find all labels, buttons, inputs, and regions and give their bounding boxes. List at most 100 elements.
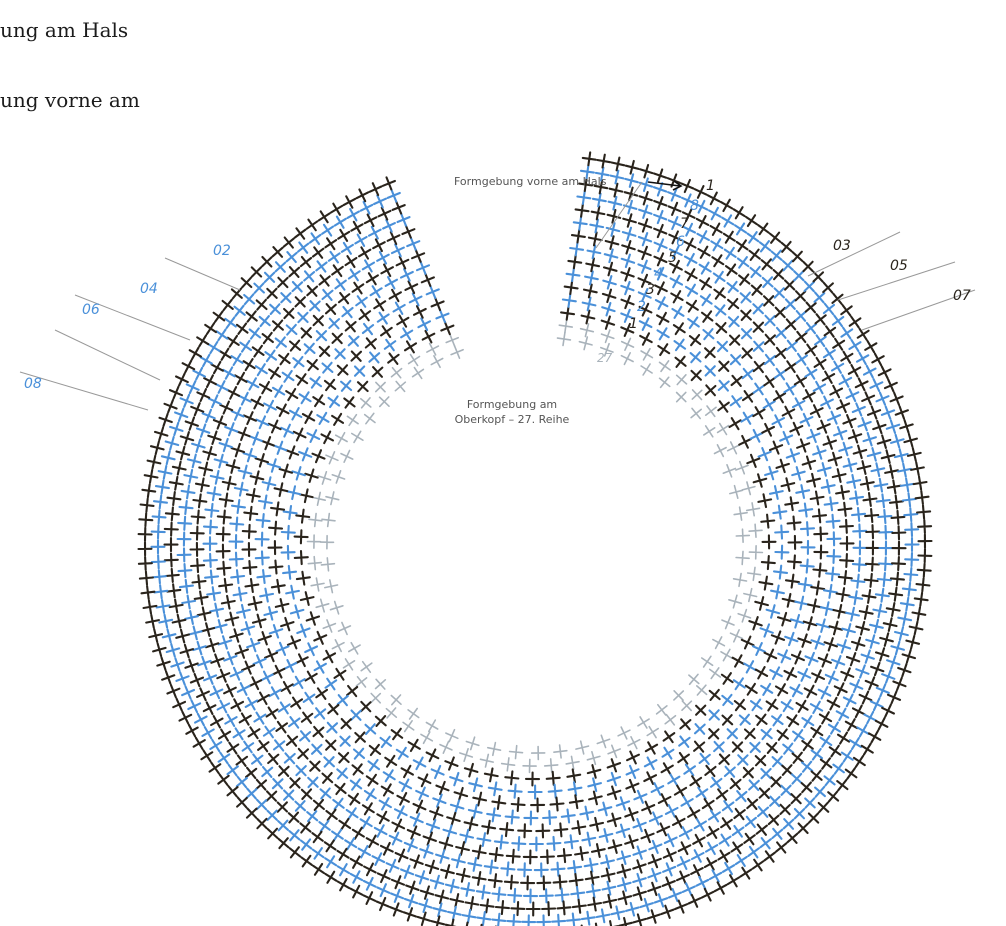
stitch-mark [696,230,710,244]
stitch-mark [865,540,881,556]
stitch-mark [793,270,805,282]
stitch-mark [291,466,306,481]
stitch-mark [354,233,368,247]
stitch-mark [391,818,406,833]
stitch-mark [814,334,827,348]
stitch-mark [394,848,409,863]
stitch-mark [675,374,688,386]
stitch-mark [688,333,702,347]
stitch-mark [845,652,861,667]
stitch-mark [459,828,475,844]
stitch-mark [415,786,430,801]
stitch-mark [192,366,207,381]
stitch-mark [285,584,300,600]
stitch-mark [852,755,866,768]
stitch-mark [337,228,351,242]
stitch-mark [321,223,335,237]
stitch-mark [381,176,396,191]
stitch-mark [738,713,751,726]
stitch-mark [309,376,323,389]
stitch-mark [823,496,839,512]
stitch-mark [395,255,410,270]
stitch-mark [213,453,229,469]
stitch-mark [673,690,685,701]
stitch-mark [421,329,436,344]
stitch-mark [367,225,382,240]
stitch-mark [517,862,533,878]
stitch-mark [810,769,823,782]
stitch-mark [713,740,725,753]
stitch-mark [822,347,836,361]
stitch-mark [401,224,416,239]
stitch-mark [809,490,825,506]
stitch-mark [757,493,773,509]
stitch-mark [620,267,635,282]
stitch-mark [150,524,166,540]
stitch-mark [758,787,771,800]
stitch-mark [385,858,400,873]
stitch-mark [346,413,359,427]
stitch-mark [175,628,190,644]
stitch-mark [576,189,592,205]
stitch-mark [298,447,313,462]
stitch-mark [449,893,465,908]
stitch-mark [390,727,404,741]
stitch-mark [601,301,616,317]
row-marker-right: 4 [654,266,663,282]
stitch-mark [566,768,582,784]
stitch-mark [731,654,745,668]
stitch-mark [863,572,879,588]
stitch-mark [840,304,853,317]
stitch-mark [505,848,521,864]
stitch-mark [150,539,166,555]
stitch-mark [520,875,536,891]
stitch-mark [281,369,295,383]
stitch-mark [641,800,656,815]
stitch-mark [263,399,277,414]
stitch-mark [731,741,744,753]
stitch-mark [350,350,363,362]
stitch-mark [283,789,295,801]
stitch-mark [581,151,597,167]
stitch-mark [768,440,784,455]
stitch-mark [781,405,796,420]
stitch-mark [801,715,815,729]
stitch-mark [149,440,165,456]
stitch-mark [403,893,419,909]
stitch-mark [160,450,176,466]
stitch-mark [208,761,222,775]
stitch-mark [181,359,196,374]
stitch-mark [316,411,330,426]
stitch-mark [587,231,603,247]
stitch-mark [161,628,177,644]
stitch-mark [503,874,519,890]
stitch-mark [627,736,641,750]
stitch-mark [259,587,275,603]
stitch-mark [319,534,335,550]
stitch-mark [775,326,788,339]
stitch-mark [251,753,264,766]
stitch-mark [904,536,920,553]
stitch-mark [190,509,206,525]
stitch-mark [360,397,372,409]
stitch-mark [590,205,606,221]
stitch-mark [563,834,579,850]
stitch-mark [499,822,515,838]
stitch-mark [860,742,874,756]
stitch-mark [767,813,780,826]
stitch-mark [280,423,295,438]
stitch-mark [487,781,503,797]
stitch-mark [399,267,414,282]
stitch-mark [673,784,688,798]
stitch-mark [575,740,590,755]
stitch-mark [780,477,796,492]
stitch-mark [527,784,543,800]
stitch-mark [226,334,240,348]
stitch-mark [312,725,325,738]
stitch-mark [671,815,686,829]
row-marker-right: 07 [953,288,971,304]
stitch-mark [639,897,654,913]
stitch-mark [680,193,695,208]
stitch-mark [603,248,619,264]
stitch-mark [241,740,255,754]
